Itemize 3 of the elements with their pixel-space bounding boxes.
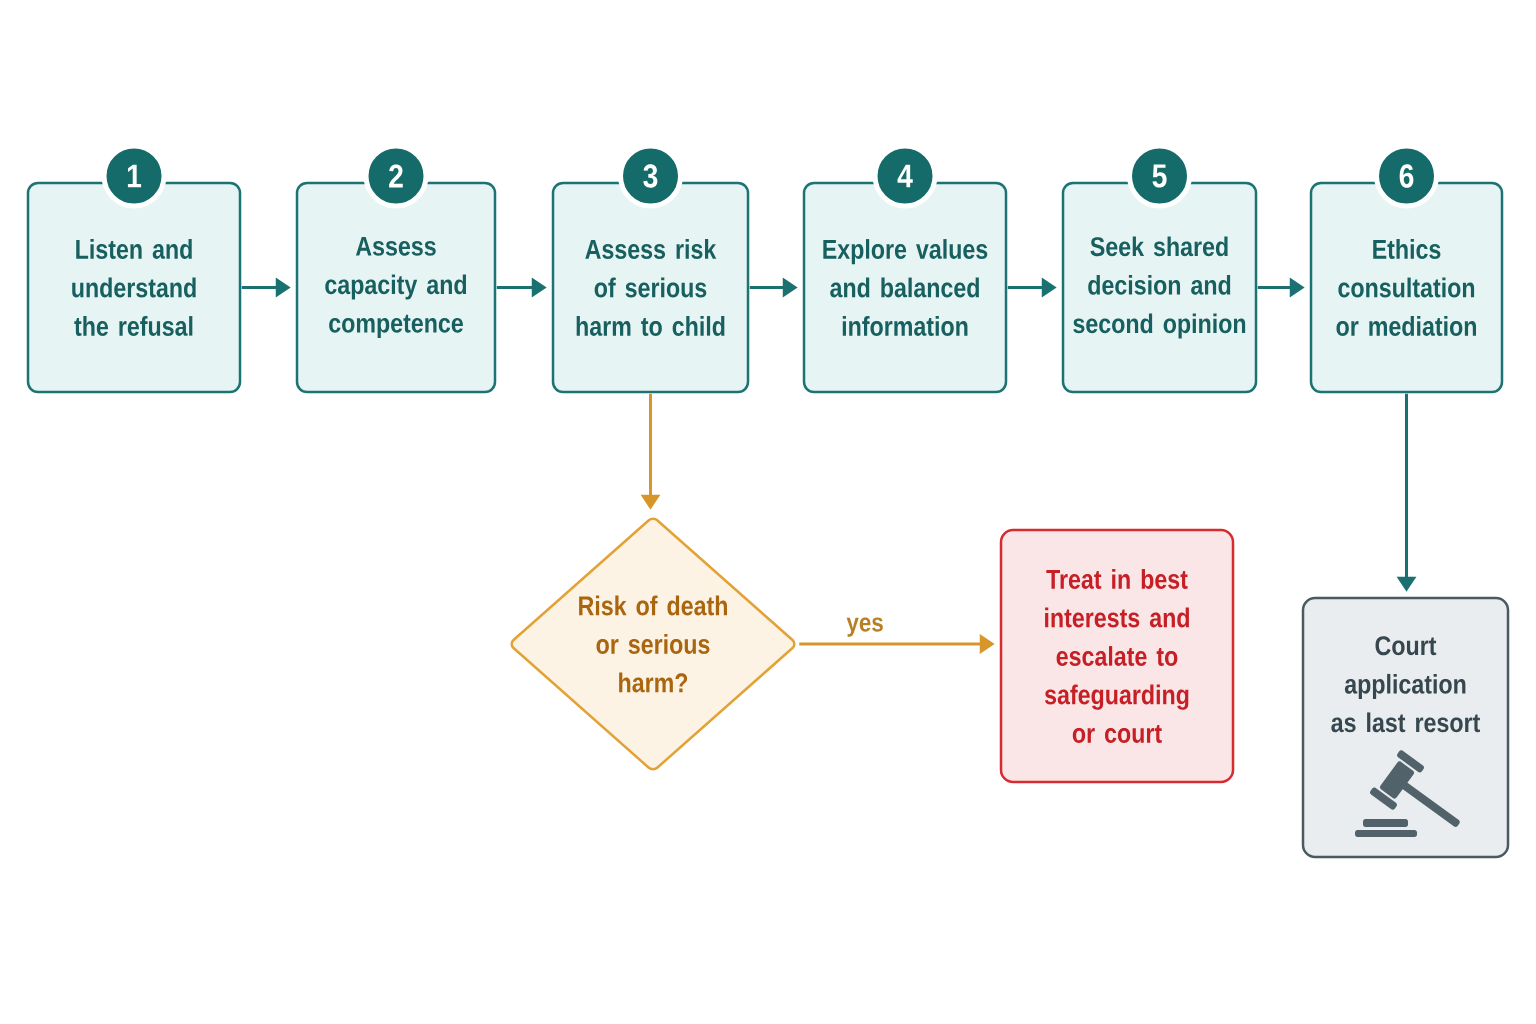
- escalation-box: Treat in best interests and escalate to safeguarding or court: [999, 528, 1235, 784]
- edge-label: yes: [844, 615, 886, 639]
- court-box: Court application as last resort: [1301, 596, 1510, 859]
